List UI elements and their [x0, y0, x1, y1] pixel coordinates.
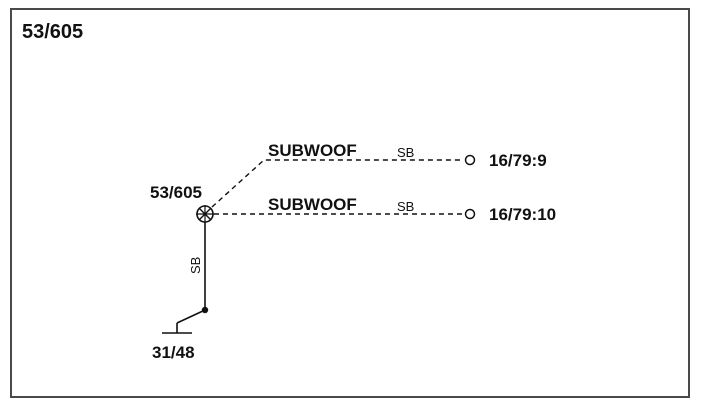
terminal-label: 16/79:9 — [489, 151, 547, 170]
terminal-label: 16/79:10 — [489, 205, 556, 224]
terminal-circle-icon — [464, 154, 476, 166]
diagram-frame — [10, 8, 690, 398]
wire-color-code: SB — [397, 145, 414, 160]
wire-subwoof-1 — [211, 154, 476, 208]
component-label: 53/605 — [150, 183, 202, 202]
ground-wire — [176, 222, 209, 333]
ground-label: 31/48 — [152, 343, 195, 362]
wire-subwoof-2 — [214, 208, 476, 220]
wire-label: SUBWOOF — [268, 141, 357, 160]
ground-wire-color-code: SB — [188, 257, 203, 274]
wire-color-code: SB — [397, 199, 414, 214]
speaker-connector-icon — [196, 205, 214, 223]
wire-label: SUBWOOF — [268, 195, 357, 214]
terminal-circle-icon — [464, 208, 476, 220]
diagram-title: 53/605 — [22, 21, 83, 43]
